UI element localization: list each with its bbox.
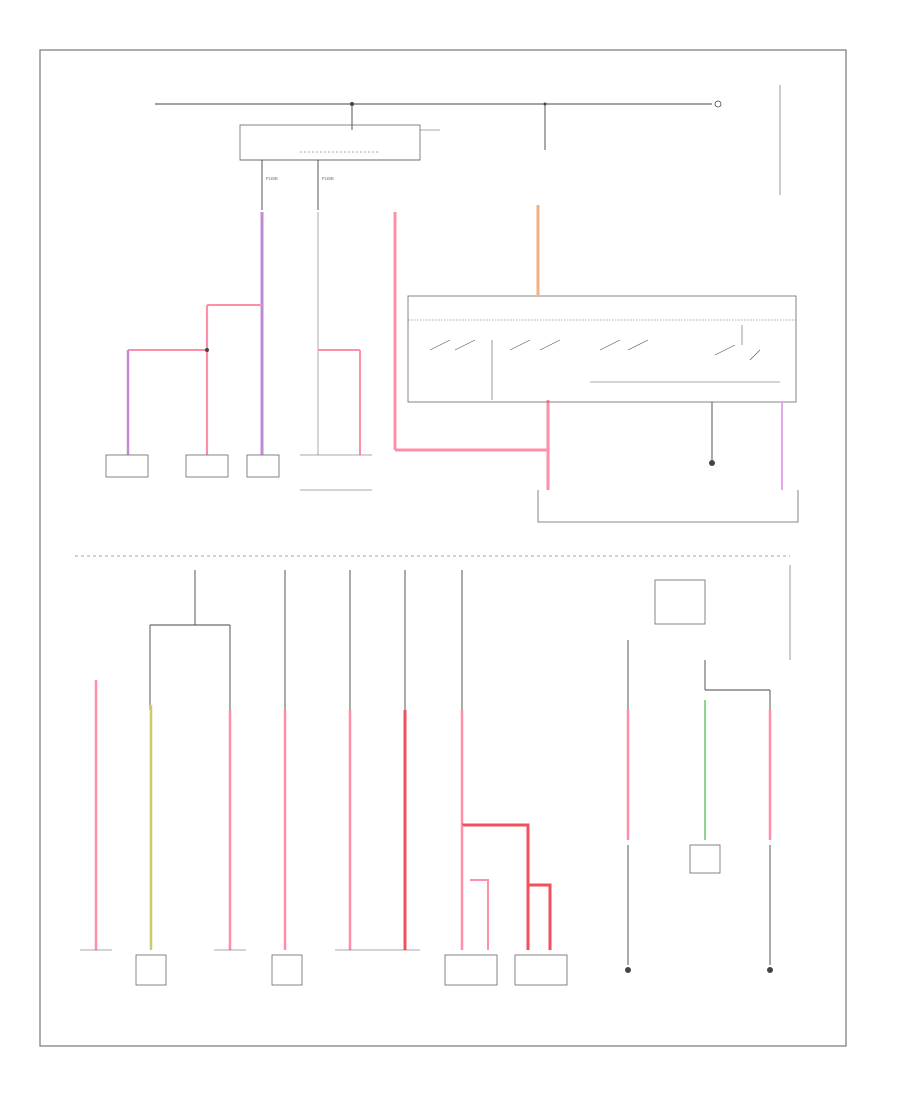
component-box [246, 454, 280, 478]
switch-contacts [429, 339, 761, 361]
component-box [185, 454, 229, 478]
ground-icon [625, 967, 631, 973]
component-box [514, 954, 568, 986]
ignition-switch-box [407, 295, 797, 403]
fuse-box-small [654, 579, 706, 625]
svg-text:FUSE: FUSE [266, 176, 278, 181]
top-section: FUSE FUSE [105, 85, 799, 523]
splice-dot [205, 348, 209, 352]
ground-icon [709, 460, 715, 466]
component-box [135, 954, 167, 986]
component-box [105, 454, 149, 478]
diagram-frame [39, 49, 847, 1047]
component-box [444, 954, 498, 986]
fuse-block-top [239, 124, 421, 161]
svg-text:FUSE: FUSE [322, 176, 334, 181]
pink-wire-branch [470, 879, 489, 950]
red-wire [528, 883, 552, 950]
red-wire [462, 823, 530, 950]
component-box [271, 954, 303, 986]
connector-end-icon [714, 100, 722, 108]
ground-icon [767, 967, 773, 973]
module-box [537, 490, 799, 523]
bottom-section [80, 565, 791, 986]
component-box [689, 844, 721, 874]
